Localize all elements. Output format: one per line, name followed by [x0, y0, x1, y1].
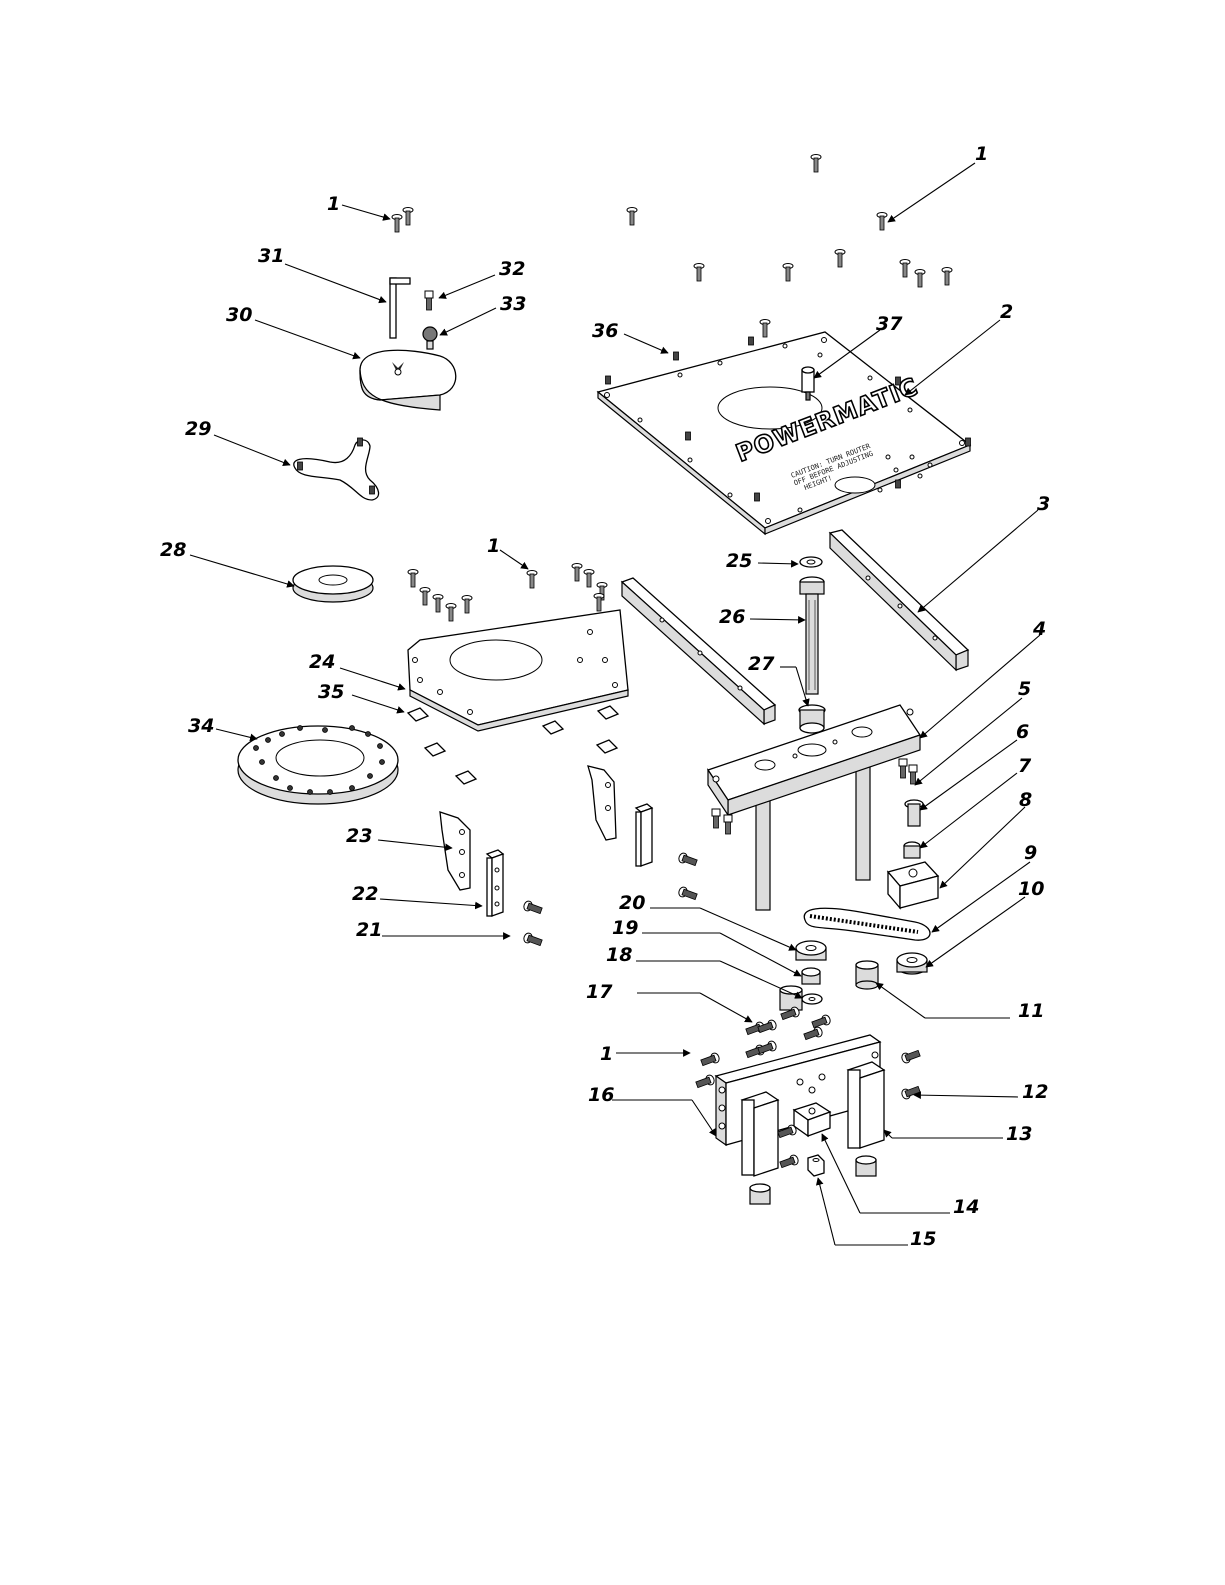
bushing-6: [905, 800, 923, 826]
callout-22: 22: [352, 883, 378, 905]
right-rail: [830, 530, 968, 670]
nut-15: [808, 1155, 824, 1176]
washer-18: [802, 994, 822, 1004]
table-plate: POWERMATIC CAUTION: TURN ROUTER OFF BEFO…: [598, 332, 970, 534]
callout-33: 33: [500, 293, 526, 315]
callout-12: 12: [1022, 1081, 1048, 1103]
callout-29: 29: [185, 418, 211, 440]
callout-1-top-right: 1: [975, 143, 988, 165]
hex-key: [390, 278, 410, 338]
callout-2: 2: [1000, 301, 1013, 323]
callout-25: 25: [726, 550, 752, 572]
callout-26: 26: [719, 606, 745, 628]
insert-ring-28: [293, 566, 373, 602]
callout-17: 17: [586, 981, 613, 1003]
bearing-block: [888, 862, 938, 908]
callout-5: 5: [1018, 678, 1031, 700]
spanner-wrench: [294, 438, 379, 500]
callout-13: 13: [1006, 1123, 1032, 1145]
callout-1-top-left: 1: [327, 193, 340, 215]
callout-8: 8: [1019, 789, 1032, 811]
callout-36: 36: [592, 320, 618, 342]
callout-24: 24: [309, 651, 335, 673]
callout-7: 7: [1018, 755, 1032, 777]
callout-18: 18: [606, 944, 632, 966]
callout-20: 20: [619, 892, 645, 914]
callout-6: 6: [1016, 721, 1029, 743]
knob: [423, 327, 437, 349]
callout-16: 16: [588, 1084, 614, 1106]
pulley-20: [796, 941, 826, 960]
callout-31: 31: [258, 245, 284, 267]
callout-23: 23: [346, 825, 372, 847]
mount-screws: [408, 564, 607, 622]
callout-32: 32: [499, 258, 525, 280]
bushing-7: [904, 842, 920, 858]
callout-4: 4: [1032, 618, 1046, 640]
post-13: [848, 1062, 884, 1148]
block-14: [794, 1103, 830, 1136]
callout-9: 9: [1024, 842, 1037, 864]
callout-14: 14: [953, 1196, 979, 1218]
callout-15: 15: [910, 1228, 936, 1250]
callout-34: 34: [188, 715, 214, 737]
angle-bracket-right: [588, 766, 616, 840]
bolts-21: [523, 900, 543, 948]
callout-11: 11: [1018, 1000, 1044, 1022]
knob-bolt: [425, 291, 433, 310]
timing-belt: [804, 908, 930, 940]
callout-27: 27: [748, 653, 775, 675]
plate-screws: [392, 155, 952, 338]
callout-30: 30: [226, 304, 252, 326]
callout-28: 28: [160, 539, 186, 561]
callout-35: 35: [318, 681, 344, 703]
left-rail: [622, 578, 775, 724]
router-mount-plate: [408, 610, 628, 731]
bolts-right: [678, 852, 698, 902]
post-left: [742, 1092, 778, 1176]
spacer-block-right: [636, 804, 652, 866]
insert-guard: [360, 350, 456, 410]
spacer-block-22: [487, 850, 503, 916]
insert-plate-34: [238, 726, 398, 805]
callout-1-middle: 1: [487, 535, 500, 557]
cap-11: [856, 961, 878, 989]
callout-1-bottom: 1: [600, 1043, 613, 1065]
pulley-19: [802, 968, 820, 984]
callout-3: 3: [1037, 493, 1050, 515]
callout-19: 19: [612, 917, 638, 939]
callout-21: 21: [356, 919, 382, 941]
callout-37: 37: [876, 313, 903, 335]
lead-screw-assembly: [799, 557, 825, 733]
angle-bracket-left: [440, 812, 470, 890]
pulley-10: [897, 953, 927, 974]
callout-10: 10: [1018, 878, 1044, 900]
